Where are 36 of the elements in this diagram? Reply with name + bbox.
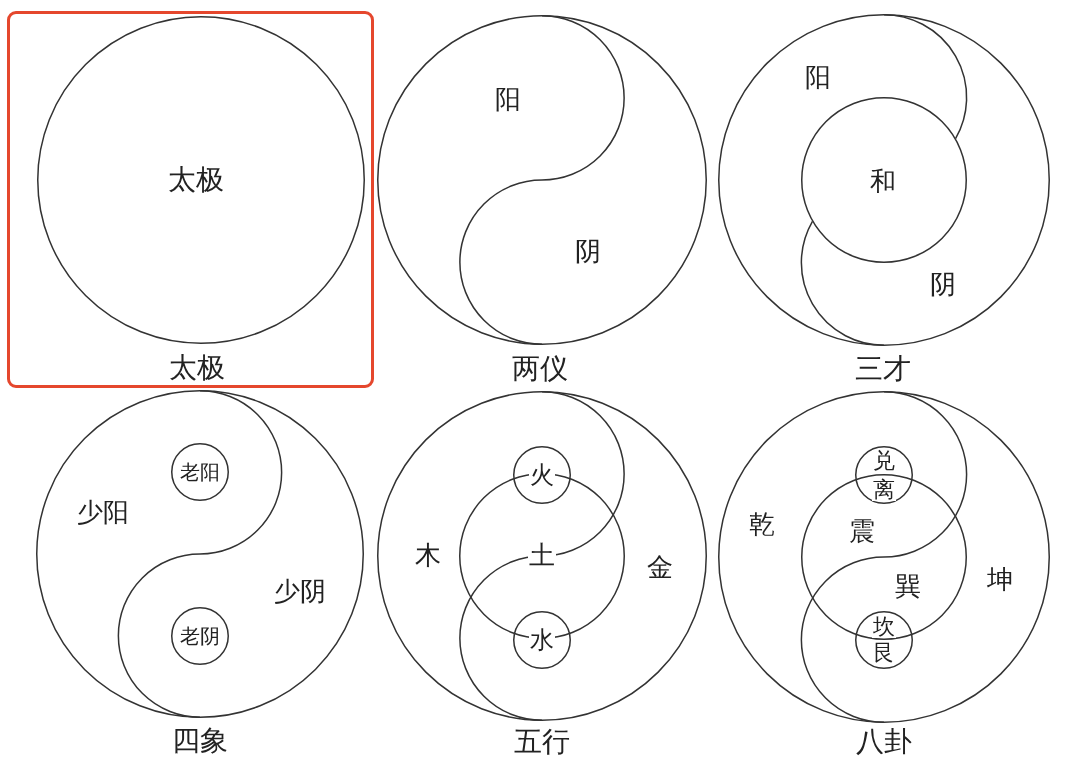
small-circle <box>171 607 229 665</box>
node-label: 两仪 <box>511 355 569 383</box>
region-label: 巽 <box>894 574 922 600</box>
circle-label: 和 <box>869 169 897 195</box>
node-label: 三才 <box>854 355 912 383</box>
node-label: 五行 <box>513 728 571 756</box>
node-label: 太极 <box>168 354 226 382</box>
circle-label: 老阴 <box>179 626 221 646</box>
region-label: 少阳 <box>76 500 130 526</box>
circle-label: 艮 <box>872 642 896 664</box>
circle-label: 土 <box>528 543 556 569</box>
region-label: 太极 <box>167 166 225 194</box>
region-label: 乾 <box>748 512 776 538</box>
region-label: 阴 <box>574 239 602 265</box>
small-circle <box>171 443 229 501</box>
small-circle <box>855 446 913 504</box>
circle-label: 水 <box>529 628 555 652</box>
region-label: 阳 <box>804 65 832 91</box>
region-label: 阳 <box>494 87 522 113</box>
inner-circle <box>801 97 967 263</box>
region-label: 金 <box>646 555 674 581</box>
circle-label: 老阳 <box>179 462 221 482</box>
small-circle <box>513 611 571 669</box>
circle-label: 火 <box>529 463 555 487</box>
region-label: 坤 <box>986 567 1014 593</box>
small-circle <box>513 446 571 504</box>
small-circle <box>855 611 913 669</box>
region-label: 阴 <box>929 272 957 298</box>
circle-label: 坎 <box>872 616 896 638</box>
region-label: 震 <box>848 519 876 545</box>
region-label: 木 <box>414 543 442 569</box>
highlight-frame <box>7 11 374 388</box>
node-label: 八卦 <box>855 728 913 756</box>
region-label: 少阴 <box>273 579 327 605</box>
circle-label: 兑 <box>872 450 896 472</box>
circle-label: 离 <box>872 479 896 501</box>
